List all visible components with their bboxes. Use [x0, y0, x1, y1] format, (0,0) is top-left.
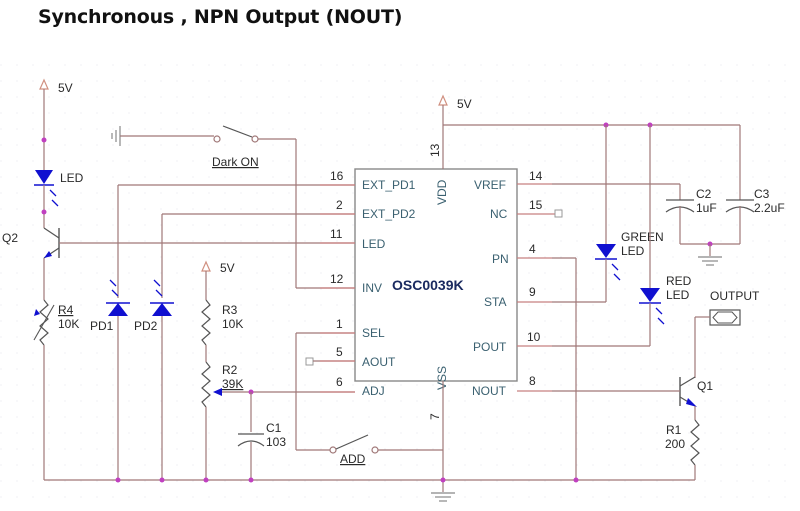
output-connector[interactable] — [709, 309, 741, 326]
ground-main — [431, 492, 455, 502]
pin-number: 14 — [529, 169, 543, 183]
pin-label: NC — [490, 207, 508, 221]
green-led-label: LED — [621, 244, 645, 258]
add-switch[interactable]: ADD — [329, 434, 379, 466]
green-led: GREEN LED — [595, 230, 664, 281]
resistor-r3: R3 10K — [201, 299, 243, 346]
capacitor-c3: C3 2.2uF — [725, 187, 785, 215]
pin-number: 11 — [330, 227, 343, 241]
supply-label: 5V — [220, 261, 235, 275]
pin-number: 5 — [336, 345, 343, 359]
pin-number: 13 — [428, 143, 442, 157]
led-indicator: LED — [34, 170, 84, 207]
r2-name: R2 — [222, 363, 238, 377]
photodiode-pd2: PD2 — [134, 279, 174, 333]
light-emit-icon — [611, 263, 621, 281]
pin-label: EXT_PD1 — [362, 178, 416, 192]
photodiode-icon — [108, 303, 128, 316]
pin-number: 15 — [529, 198, 543, 212]
red-led-label: RED — [666, 274, 692, 288]
capacitor-c1: C1 103 — [237, 421, 286, 449]
resistor-r1: R1 200 — [665, 419, 700, 466]
supply-label: 5V — [58, 81, 73, 95]
r4-name: R4 — [58, 303, 74, 317]
pin-label: POUT — [473, 340, 507, 354]
r4-value: 10K — [58, 317, 79, 331]
pin-label: AOUT — [362, 355, 396, 369]
dark-on-label: Dark ON — [212, 155, 259, 169]
potentiometer-r2[interactable]: R2 39K — [201, 361, 243, 408]
led-label: LED — [60, 171, 84, 185]
red-led-label: LED — [666, 288, 690, 302]
output-label: OUTPUT — [710, 289, 760, 303]
pin-label: STA — [484, 295, 506, 309]
c1-value: 103 — [266, 435, 286, 449]
light-emit-icon — [655, 307, 665, 325]
dark-on-switch[interactable]: Dark ON — [212, 125, 259, 169]
pin-number: 12 — [330, 272, 344, 286]
add-label: ADD — [340, 452, 366, 466]
led-diode-icon — [35, 170, 53, 184]
page-title: Synchronous , NPN Output (NOUT) — [38, 6, 403, 28]
pin-label: NOUT — [472, 384, 507, 398]
pin-number: 4 — [529, 242, 536, 256]
light-receive-icon — [109, 279, 119, 297]
green-led-label: GREEN — [621, 230, 664, 244]
c3-value: 2.2uF — [754, 201, 785, 215]
photodiode-icon — [152, 303, 172, 316]
pin-number: 6 — [336, 375, 343, 389]
light-receive-icon — [153, 279, 163, 297]
chip-osc0039k: OSC0039K 16 EXT_PD1 2 EXT_PD2 11 LED 12 … — [330, 143, 543, 420]
pin-label: VSS — [435, 366, 449, 390]
q2-label: Q2 — [2, 231, 18, 245]
ground-cap — [698, 256, 722, 266]
r3-name: R3 — [222, 303, 238, 317]
pin-label: SEL — [362, 326, 385, 340]
pin-label: INV — [362, 281, 382, 295]
pin-label: LED — [362, 237, 386, 251]
pd2-label: PD2 — [134, 319, 158, 333]
light-emit-icon — [49, 189, 59, 207]
pin-label: VREF — [474, 178, 506, 192]
pin-number: 8 — [529, 374, 536, 388]
transistor-q1: Q1 — [679, 376, 713, 407]
r1-name: R1 — [666, 423, 682, 437]
led-diode-icon — [596, 244, 616, 258]
nc-terminal-icon — [554, 209, 563, 218]
pin-number: 1 — [336, 317, 343, 331]
led-diode-icon — [640, 288, 660, 302]
chip-name: OSC0039K — [392, 277, 464, 293]
pd1-label: PD1 — [90, 319, 114, 333]
resistor-r4: R4 10K — [33, 299, 79, 346]
aout-terminal-icon — [305, 357, 314, 366]
c2-value: 1uF — [696, 201, 717, 215]
c2-name: C2 — [696, 187, 712, 201]
r1-value: 200 — [665, 437, 685, 451]
r2-value: 39K — [222, 377, 243, 391]
pin-number: 10 — [527, 330, 541, 344]
pin-number: 9 — [529, 285, 536, 299]
pin-number: 2 — [336, 198, 343, 212]
supply-label: 5V — [457, 97, 472, 111]
c3-name: C3 — [754, 187, 770, 201]
q1-label: Q1 — [697, 379, 713, 393]
pin-number: 16 — [330, 169, 344, 183]
c1-name: C1 — [266, 421, 282, 435]
pin-label: PN — [492, 252, 509, 266]
pin-number: 7 — [428, 413, 442, 420]
r3-value: 10K — [222, 317, 243, 331]
photodiode-pd1: PD1 — [90, 279, 130, 333]
pin-label: VDD — [435, 179, 449, 205]
pin-label: ADJ — [362, 384, 385, 398]
pin-label: EXT_PD2 — [362, 207, 416, 221]
